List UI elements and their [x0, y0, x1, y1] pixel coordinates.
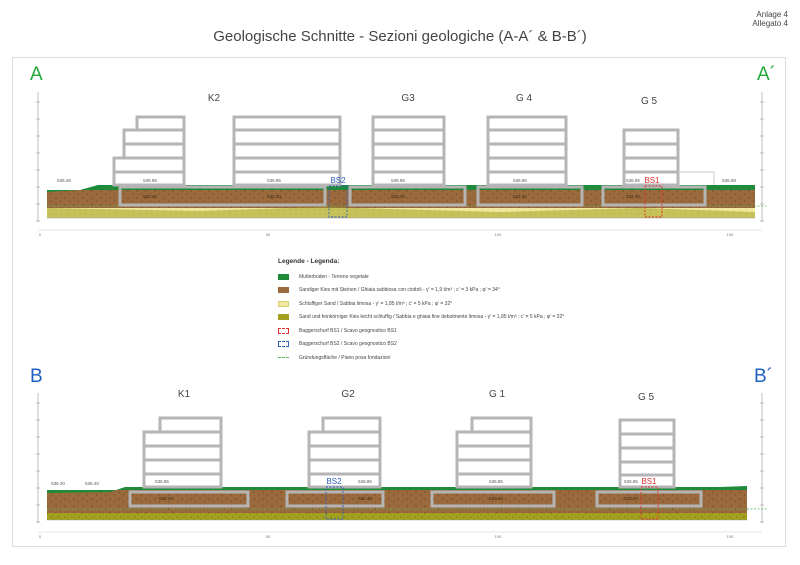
- legend-swatch-silty-sand: [278, 300, 289, 307]
- legend-swatch-bs1: [278, 327, 289, 334]
- section-a-start-label: A: [30, 64, 43, 85]
- building-label-g4: G 4: [515, 93, 533, 104]
- building-g3: [348, 115, 467, 207]
- section-b-borehole-bs2-label: BS2: [326, 477, 342, 486]
- section-a-found-label: 532.40: [391, 194, 405, 199]
- section-b-right-scale: [760, 393, 764, 523]
- legend-item-bs1: Baggerschurf BS1 / Scavo geognostico BS1: [278, 324, 658, 338]
- section-a-axis-tick: 0: [39, 232, 42, 237]
- section-b-borehole-bs1-label: BS1: [641, 477, 657, 486]
- building-g2: [285, 416, 385, 508]
- legend-text: Schluffiger Sand / Sabbia limosa - γ' = …: [299, 300, 453, 307]
- building-g5-a: [601, 128, 707, 207]
- section-a-elev-label: 536.85: [267, 178, 281, 183]
- section-a-found-label: 532.40: [143, 194, 157, 199]
- section-a-found-label: 532.40: [267, 194, 281, 199]
- legend-title: Legende - Legenda:: [278, 258, 340, 265]
- legend-swatch-topsoil: [278, 273, 289, 280]
- legend-swatch-gravel: [278, 287, 289, 294]
- legend-text: Gründungsfläche / Piano posa fondazioni: [299, 354, 391, 361]
- section-a-borehole-bs1-label: BS1: [644, 176, 660, 185]
- building-k2: [112, 115, 342, 207]
- legend-text: Mutterboden - Terreno vegetale: [299, 273, 369, 280]
- building-g1: [430, 416, 556, 508]
- legend-item-bs2: Baggerschurf BS2 / Scavo geognostico BS2: [278, 338, 658, 352]
- section-b-end-label: B´: [754, 366, 773, 387]
- section-a-left-scale: [36, 92, 40, 222]
- section-a-elev-label: 536.85: [513, 178, 527, 183]
- building-label-g5-b: G 5: [637, 392, 655, 403]
- section-b-axis-tick: 0: [39, 534, 42, 539]
- section-a: BS2 BS1 536.26 536.85 536.85 536.85 536.…: [36, 92, 768, 237]
- section-a-found-label: 532.40: [513, 194, 527, 199]
- section-a-axis-tick: 50: [266, 232, 271, 237]
- section-b-elev-label: 536.40: [85, 481, 99, 486]
- building-g5-b: [595, 418, 703, 508]
- section-a-g5-terrace: [678, 171, 715, 185]
- section-a-elev-label: 536.85: [391, 178, 405, 183]
- section-a-elev-label: 536.85: [143, 178, 157, 183]
- section-a-end-label: A´: [757, 64, 776, 85]
- building-label-k1: K1: [177, 389, 191, 400]
- section-a-borehole-bs1: [644, 185, 663, 218]
- legend-item-silty-sand: Schluffiger Sand / Sabbia limosa - γ' = …: [278, 297, 658, 311]
- section-a-axis-tick: 100: [495, 232, 502, 237]
- building-label-g2: G2: [341, 389, 355, 400]
- section-b-found-label: 532.40: [159, 496, 173, 501]
- building-k1: [128, 416, 250, 508]
- annex-label: Anlage 4 Allegato 4: [752, 10, 788, 28]
- section-b-elev-label: 536.85: [489, 479, 503, 484]
- legend-swatch-fine-sand: [278, 314, 289, 321]
- section-b-found-label: 532.40: [358, 496, 372, 501]
- building-label-k2: K2: [207, 93, 221, 104]
- section-b-found-label: 532.40: [624, 496, 638, 501]
- building-label-g3: G3: [401, 93, 415, 104]
- annex-line-de: Anlage 4: [756, 10, 788, 19]
- section-b-elev-label: 536.85: [358, 479, 372, 484]
- section-b-left-scale: [36, 393, 40, 523]
- annex-line-it: Allegato 4: [752, 19, 788, 28]
- section-a-axis-tick: 150: [727, 232, 734, 237]
- legend-text: Sandiger Kies mit Steinen / Ghiaia sabbi…: [299, 287, 500, 294]
- legend-item-fine-sand: Sand und feinkörniger Kies leicht schluf…: [278, 311, 658, 325]
- building-label-g1: G 1: [488, 389, 506, 400]
- section-b: BS2 BS1 536.30 536.40 536.85 536.85 536.…: [36, 393, 768, 539]
- section-a-buildings: [112, 115, 707, 207]
- section-b-elev-label: 536.85: [624, 479, 638, 484]
- legend: Legende - Legenda: Mutterboden - Terreno…: [278, 258, 658, 365]
- section-b-axis-tick: 100: [495, 534, 502, 539]
- section-a-elev-label: 536.26: [57, 178, 71, 183]
- building-label-g5-a: G 5: [640, 96, 658, 107]
- section-b-elev-label: 536.85: [155, 479, 169, 484]
- page-title: Geologische Schnitte - Sezioni geologich…: [213, 28, 587, 45]
- section-a-right-scale: [760, 92, 764, 222]
- legend-text: Baggerschurf BS2 / Scavo geognostico BS2: [299, 341, 397, 348]
- section-a-found-label: 532.40: [626, 194, 640, 199]
- drawing-frame: [12, 57, 786, 547]
- section-a-fine-sand-layer: [47, 207, 755, 218]
- section-a-elev-label: 536.68: [722, 178, 736, 183]
- building-g4: [476, 115, 584, 207]
- legend-item-topsoil: Mutterboden - Terreno vegetale: [278, 270, 658, 284]
- section-b-elev-label: 536.30: [51, 481, 65, 486]
- section-a-elev-label: 536.85: [626, 178, 640, 183]
- section-b-start-label: B: [30, 366, 43, 387]
- legend-swatch-bs2: [278, 341, 289, 348]
- section-b-found-label: 532.40: [489, 496, 503, 501]
- section-a-borehole-bs2-label: BS2: [330, 176, 346, 185]
- legend-text: Baggerschurf BS1 / Scavo geognostico BS1: [299, 327, 397, 334]
- legend-text: Sand und feinkörniger Kies leicht schluf…: [299, 314, 565, 321]
- legend-item-gravel: Sandiger Kies mit Steinen / Ghiaia sabbi…: [278, 284, 658, 298]
- section-b-axis-tick: 50: [266, 534, 271, 539]
- section-b-buildings: [128, 416, 703, 508]
- legend-item-foundation: Gründungsfläche / Piano posa fondazioni: [278, 351, 658, 365]
- section-b-axis-tick: 150: [727, 534, 734, 539]
- section-b-borehole-bs2: [325, 486, 344, 520]
- legend-swatch-foundation: [278, 357, 289, 359]
- section-b-borehole-bs1: [640, 486, 659, 520]
- section-a-borehole-bs2: [328, 185, 348, 218]
- section-b-fine-sand-texture: [47, 513, 747, 520]
